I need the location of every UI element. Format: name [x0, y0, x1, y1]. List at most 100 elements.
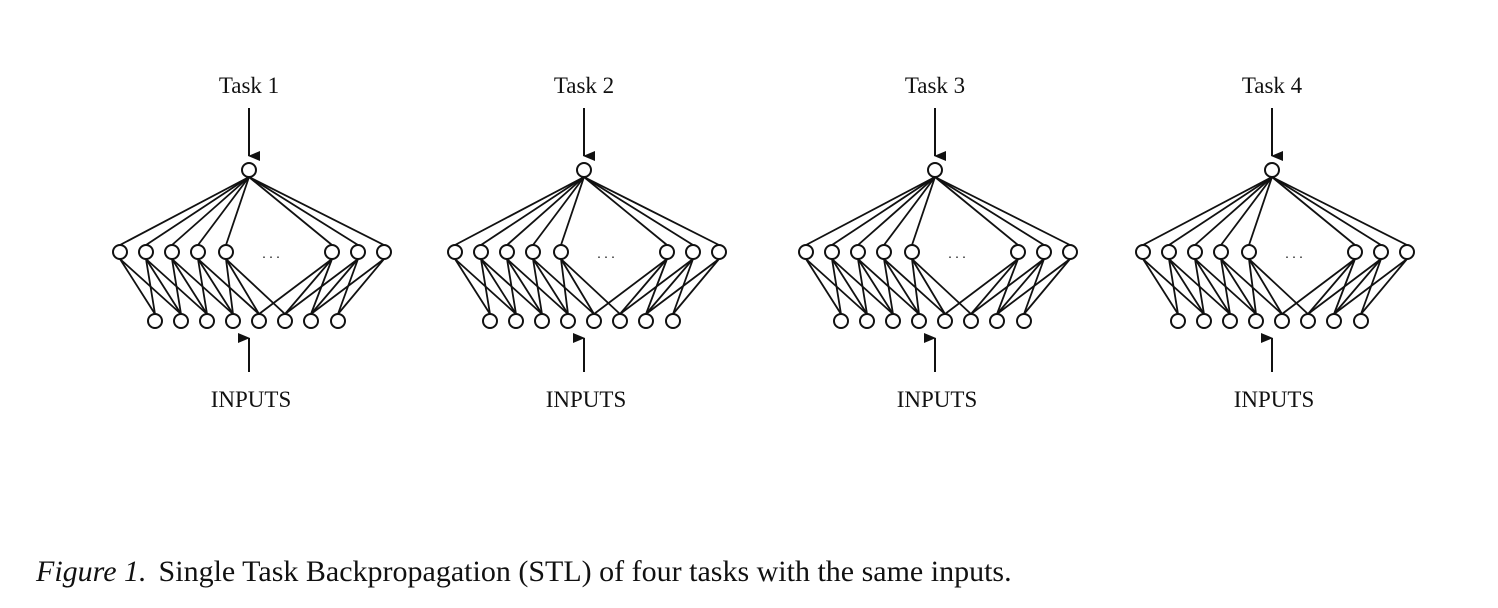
input-node	[586, 313, 602, 329]
task-label: Task 2	[554, 73, 614, 98]
output-hidden-link	[1168, 176, 1273, 246]
output-hidden-link	[883, 176, 936, 246]
task-label: Task 1	[219, 73, 279, 98]
caption-label: Figure 1.	[36, 555, 147, 588]
hidden-node	[1399, 244, 1415, 260]
hidden-input-link	[911, 258, 946, 315]
hidden-input-link	[911, 258, 920, 315]
hidden-input-link	[645, 258, 694, 315]
inputs-label: INPUTS	[1234, 387, 1315, 412]
input-node	[482, 313, 498, 329]
hidden-input-link	[145, 258, 182, 315]
hidden-input-link	[480, 258, 517, 315]
hidden-input-link	[593, 258, 668, 315]
hidden-input-link	[337, 258, 385, 315]
hidden-input-link	[560, 258, 621, 315]
input-node	[1170, 313, 1186, 329]
output-node	[927, 162, 943, 178]
hidden-input-link	[831, 258, 868, 315]
hidden-node	[164, 244, 180, 260]
input-node	[1353, 313, 1369, 329]
hidden-node	[850, 244, 866, 260]
input-node	[612, 313, 628, 329]
output-node	[241, 162, 257, 178]
output-hidden-link	[506, 176, 585, 246]
hidden-input-link	[197, 258, 208, 315]
input-node	[1326, 313, 1342, 329]
caption-text: Single Task Backpropagation (STL) of fou…	[158, 555, 1012, 588]
inputs-label: INPUTS	[211, 387, 292, 412]
network-2: Task 2. . .INPUTS	[447, 73, 727, 412]
hidden-input-link	[619, 258, 694, 315]
hidden-node	[1213, 244, 1229, 260]
hidden-input-link	[970, 258, 1019, 315]
output-hidden-link	[831, 176, 936, 246]
output-node	[1264, 162, 1280, 178]
output-hidden-link	[197, 176, 250, 246]
output-hidden-link	[583, 176, 694, 246]
network-3: Task 3. . .INPUTS	[798, 73, 1078, 412]
hidden-ellipsis: . . .	[948, 247, 966, 262]
hidden-input-link	[619, 258, 668, 315]
hidden-node	[499, 244, 515, 260]
hidden-input-link	[284, 258, 333, 315]
input-node	[534, 313, 550, 329]
hidden-node	[324, 244, 340, 260]
hidden-input-link	[883, 258, 894, 315]
task-label: Task 4	[1242, 73, 1303, 98]
input-node	[1016, 313, 1032, 329]
input-node	[225, 313, 241, 329]
hidden-input-link	[1220, 258, 1257, 315]
hidden-node	[112, 244, 128, 260]
output-node	[576, 162, 592, 178]
hidden-node	[376, 244, 392, 260]
hidden-node	[1373, 244, 1389, 260]
inputs-label: INPUTS	[897, 387, 978, 412]
hidden-input-link	[1142, 258, 1179, 315]
input-node	[277, 313, 293, 329]
hidden-input-link	[532, 258, 569, 315]
hidden-input-link	[1248, 258, 1309, 315]
output-hidden-link	[934, 176, 1071, 246]
hidden-input-link	[1168, 258, 1205, 315]
hidden-input-link	[1194, 258, 1205, 315]
output-hidden-link	[1194, 176, 1273, 246]
hidden-ellipsis: . . .	[262, 247, 280, 262]
hidden-node	[798, 244, 814, 260]
output-hidden-link	[480, 176, 585, 246]
hidden-input-link	[506, 258, 517, 315]
input-node	[911, 313, 927, 329]
hidden-input-link	[1333, 258, 1382, 315]
hidden-input-link	[1333, 258, 1408, 315]
input-node	[303, 313, 319, 329]
input-node	[199, 313, 215, 329]
hidden-node	[904, 244, 920, 260]
hidden-input-link	[672, 258, 720, 315]
output-hidden-link	[857, 176, 936, 246]
input-node	[173, 313, 189, 329]
hidden-input-link	[970, 258, 1045, 315]
hidden-input-link	[225, 258, 260, 315]
output-hidden-link	[934, 176, 1045, 246]
output-hidden-link	[454, 176, 585, 246]
hidden-input-link	[310, 258, 359, 315]
hidden-input-link	[883, 258, 920, 315]
output-hidden-link	[583, 176, 668, 246]
hidden-input-link	[911, 258, 972, 315]
hidden-input-link	[454, 258, 491, 315]
hidden-node	[1241, 244, 1257, 260]
output-hidden-link	[1271, 176, 1408, 246]
hidden-input-link	[284, 258, 359, 315]
input-node	[963, 313, 979, 329]
hidden-node	[876, 244, 892, 260]
hidden-node	[685, 244, 701, 260]
hidden-node	[447, 244, 463, 260]
hidden-input-link	[532, 258, 595, 315]
hidden-input-link	[1023, 258, 1071, 315]
hidden-input-link	[1220, 258, 1231, 315]
hidden-node	[659, 244, 675, 260]
hidden-node	[1187, 244, 1203, 260]
hidden-input-link	[480, 258, 491, 315]
hidden-ellipsis: . . .	[1285, 247, 1303, 262]
